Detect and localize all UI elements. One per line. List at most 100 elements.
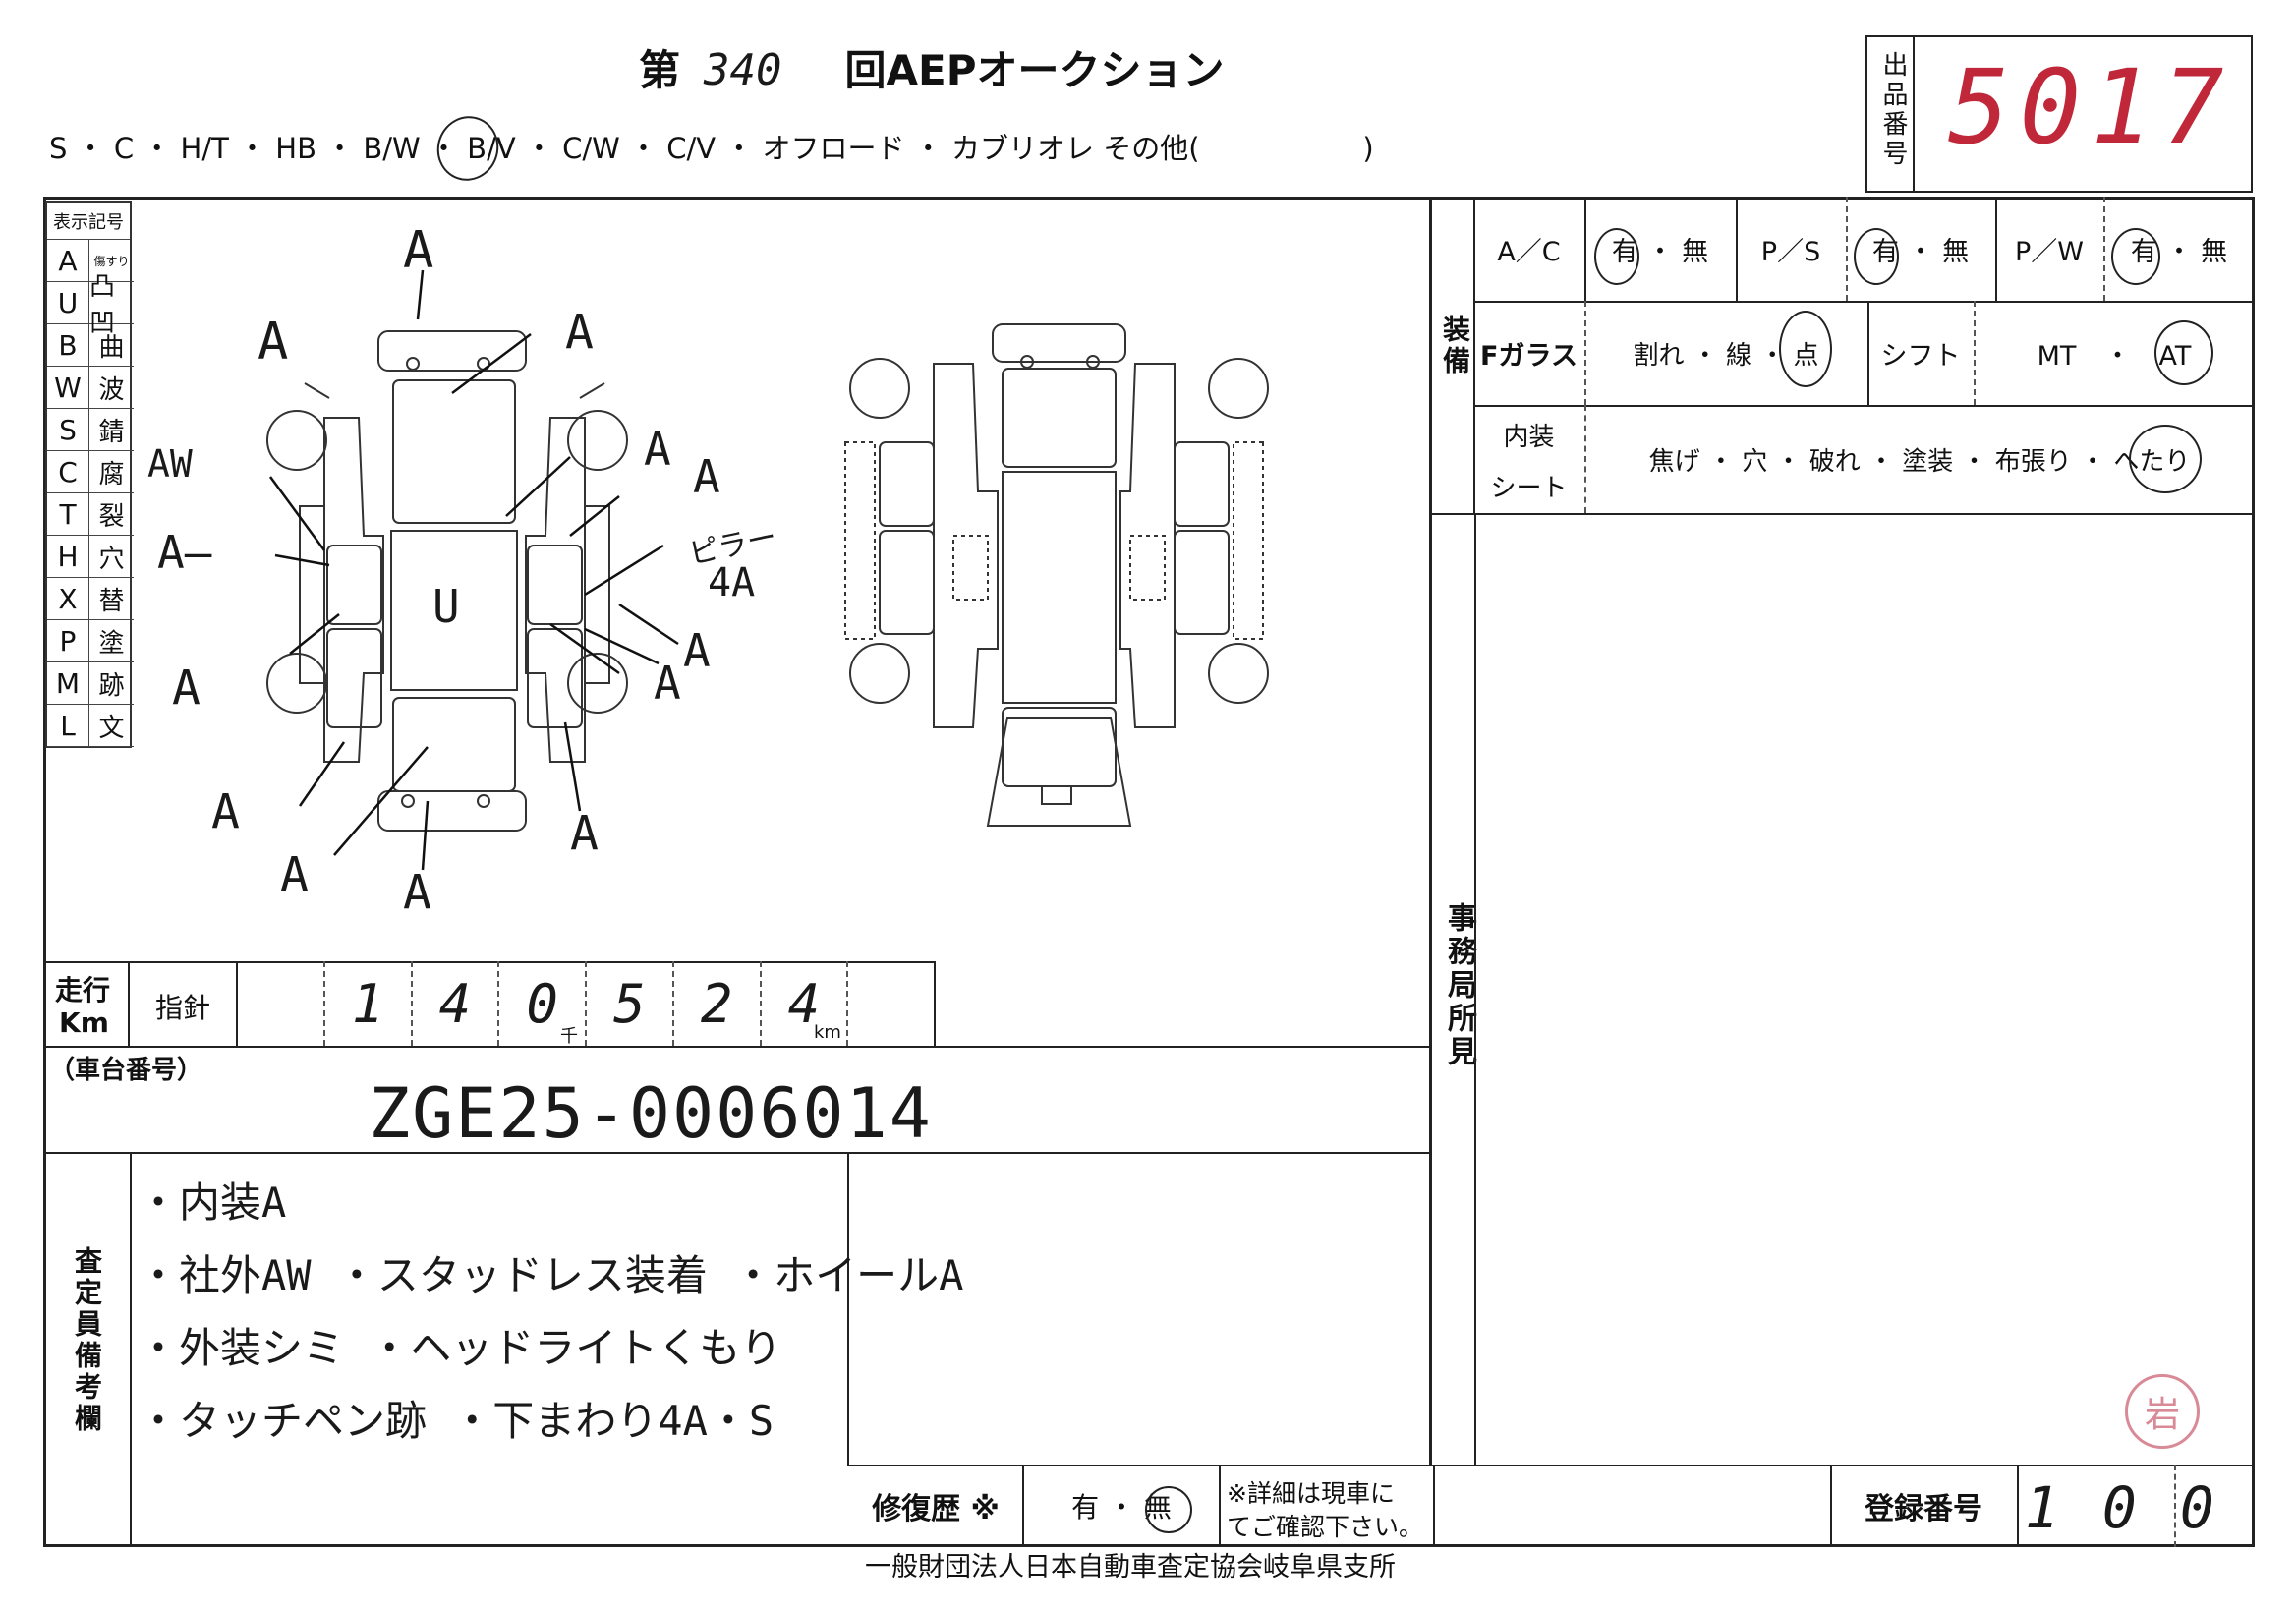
office-remarks-label: 事務局所見 <box>1442 902 1476 1069</box>
mark-rear-a1: A <box>280 847 309 902</box>
title-prefix: 第 <box>639 46 681 94</box>
auction-title: 第 340 回AEPオークション <box>639 37 1224 97</box>
vehicle-diagram-top <box>266 269 679 871</box>
odometer-digit: 1 <box>322 961 411 1046</box>
remarks-lines: ・内装A ・社外AW ・スタッドレス装着 ・ホイールA ・外装シミ ・ヘッドライトく… <box>138 1170 964 1461</box>
footer-organization: 一般財団法人日本自動車査定協会岐阜県支所 <box>865 1552 1396 1582</box>
registration-label: 登録番号 <box>1865 1492 1982 1526</box>
registration-number: 100 <box>2025 1474 2258 1541</box>
legend-meaning: 曲 <box>98 332 125 363</box>
shift-label: シフト <box>1880 340 1961 372</box>
repair-none-circle <box>1145 1486 1192 1533</box>
legend-code: A <box>47 240 89 281</box>
gauge-label: 指針 <box>155 992 211 1024</box>
thousand-unit: 千 <box>560 1026 578 1047</box>
remark-line: ・内装A <box>138 1179 287 1227</box>
repair-note-2: てご確認下さい。 <box>1227 1513 1424 1541</box>
interior-label-2: シート <box>1490 473 1568 503</box>
interior-label-1: 内装 <box>1503 422 1555 452</box>
fglass-dot-circle <box>1779 311 1832 387</box>
legend-code: S <box>47 409 89 450</box>
remark-line: ・タッチペン跡 ・下まわり4A・S <box>138 1397 775 1445</box>
legend-code: T <box>47 493 89 535</box>
legend-title: 表示記号 <box>47 203 130 240</box>
legend-code: W <box>47 367 89 408</box>
remark-line: ・外装シミ ・ヘッドライトくもり <box>138 1324 782 1372</box>
mark-left-wheel-aw: AW <box>147 442 193 486</box>
chassis-label: （車台番号） <box>49 1056 203 1085</box>
mileage-label-1: 走行 <box>55 974 111 1006</box>
mark-left-rear-a: A <box>172 661 201 716</box>
remark-line: ・社外AW ・スタッドレス装着 ・ホイールA <box>138 1251 964 1299</box>
km-unit: km <box>814 1022 841 1043</box>
legend-meaning: 穴 <box>98 544 125 574</box>
legend-row: A 傷すり <box>47 240 134 282</box>
legend-code: H <box>47 536 89 577</box>
pw-yes-circle <box>2111 228 2160 285</box>
mark-rear-a2: A <box>403 865 431 920</box>
remarks-side-label: 査定員備考欄 <box>71 1246 103 1435</box>
chassis-number: ZGE25-0006014 <box>369 1073 933 1154</box>
sheet-frame <box>43 197 2255 1547</box>
legend-meaning: 替 <box>98 586 125 616</box>
legend-meaning: 錆 <box>98 417 125 447</box>
ps-yes-circle <box>1854 228 1899 285</box>
odometer-digit: 2 <box>671 961 760 1046</box>
repair-history-label: 修復歴 ※ <box>872 1492 1000 1526</box>
equipment-side-label: 装備 <box>1439 315 1471 377</box>
odometer-digit: 4 <box>759 961 847 1046</box>
legend-code: U <box>47 282 89 323</box>
legend-meaning: 跡 <box>98 670 125 701</box>
legend-meaning: 裂 <box>98 501 125 532</box>
mark-right-door-a2: A <box>693 450 720 503</box>
interior-options: 焦げ ・ 穴 ・ 破れ ・ 塗装 ・ 布張り ・ へたり <box>1648 446 2191 477</box>
body-type-options: S ・ C ・ H/T ・ HB ・ B/W ・ B/V ・ C/W ・ C/V… <box>49 132 1374 165</box>
legend-code: X <box>47 578 89 619</box>
odometer-digit <box>846 961 934 1046</box>
shift-at-circle <box>2154 320 2213 385</box>
vehicle-diagram-blank <box>844 323 1269 827</box>
legend-code: L <box>47 705 89 746</box>
odometer-digit <box>236 961 323 1046</box>
odometer-digit: 4 <box>410 961 498 1046</box>
mark-pillar-4a: 4A <box>708 560 756 605</box>
legend-meaning: 傷すり <box>93 254 130 268</box>
office-remarks-area <box>1476 515 2253 1465</box>
ac-yes-circle <box>1594 228 1639 285</box>
odometer-digit: 5 <box>585 961 672 1046</box>
legend-meaning: 波 <box>98 374 125 405</box>
mileage-label-2: Km <box>59 1006 109 1039</box>
stamp-text: 岩 <box>2144 1395 2180 1435</box>
pw-label: P／W <box>2015 236 2084 267</box>
mark-rear-left-a: A <box>211 784 240 839</box>
mark-hood-a: A <box>565 305 594 360</box>
legend-meaning: 塗 <box>98 628 125 659</box>
lot-number-value: 5017 <box>1948 47 2234 167</box>
title-suffix: 回AEPオークション <box>844 46 1225 94</box>
mark-right-rear-a1: A <box>683 624 711 677</box>
legend-meaning: 腐 <box>98 459 125 489</box>
legend-meaning: 文 <box>98 713 125 743</box>
legend-code: P <box>47 620 89 661</box>
interior-wear-circle <box>2129 425 2202 493</box>
lot-number-label: 出品番号 <box>1878 51 1908 169</box>
mark-left-fender-a: A <box>258 313 289 372</box>
mark-rear-right-a: A <box>570 806 599 861</box>
ac-label: A／C <box>1497 236 1561 267</box>
fglass-label: Fガラス <box>1480 340 1578 372</box>
mark-front-a: A <box>403 221 434 280</box>
auction-number: 340 <box>704 45 782 95</box>
legend-code: M <box>47 662 89 704</box>
